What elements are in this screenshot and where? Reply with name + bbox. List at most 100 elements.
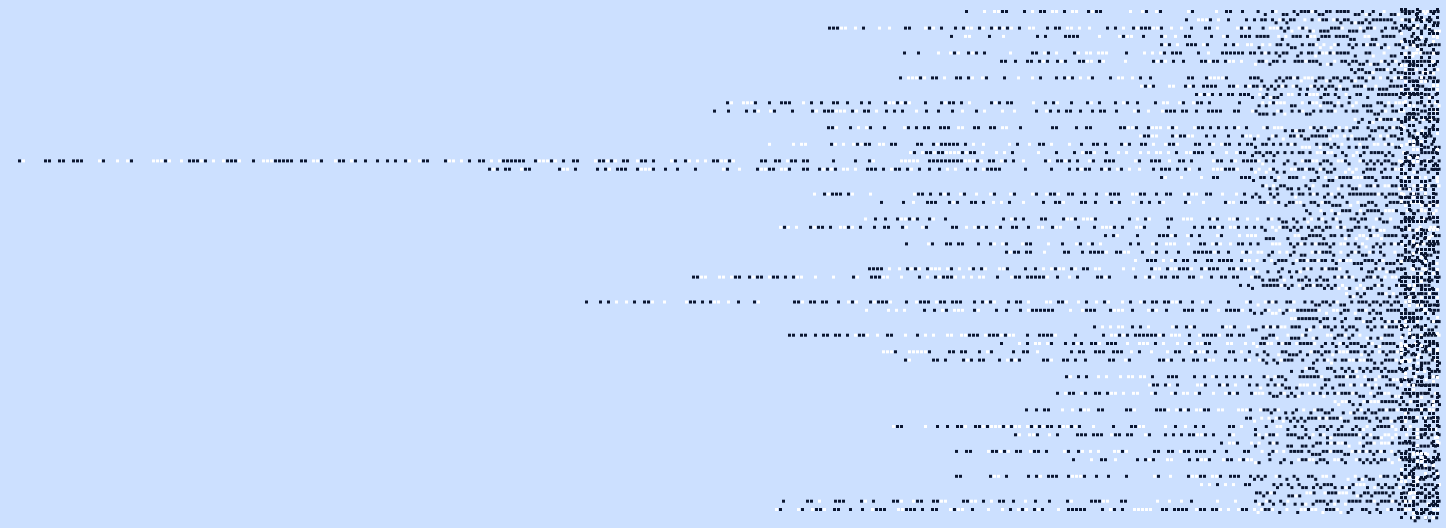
pattern-dot [1326,483,1330,487]
pattern-dot [1188,333,1191,337]
pattern-dot [915,126,918,130]
pattern-dot [1347,366,1351,370]
pattern-dot [1296,419,1300,423]
pattern-dot [1377,292,1381,296]
pattern-dot [1058,267,1061,271]
pattern-dot [1412,264,1415,267]
pattern-dot [1321,51,1325,55]
pattern-dot [320,159,323,163]
pattern-dot [1411,68,1415,72]
pattern-dot [1371,137,1375,141]
pattern-dot [1277,383,1281,387]
pattern-dot [1144,84,1147,88]
pattern-dot [1118,200,1121,204]
pattern-dot [1311,184,1315,188]
pattern-dot [1156,26,1159,30]
pattern-dot [1167,126,1170,130]
pattern-dot [1025,242,1028,246]
pattern-dot [1367,408,1370,412]
pattern-dot [1003,151,1006,155]
pattern-dot [1420,64,1423,67]
pattern-dot [506,159,509,163]
pattern-dot [1416,304,1419,307]
pattern-dot [1390,394,1394,398]
pattern-dot [1327,179,1331,182]
pattern-dot [1368,120,1371,124]
pattern-dot [1010,425,1013,428]
pattern-dot [1208,101,1211,105]
pattern-dot [1272,142,1275,146]
pattern-dot [908,358,911,362]
pattern-dot [1335,10,1339,13]
pattern-dot [1302,203,1306,207]
pattern-dot [1294,325,1298,329]
pattern-dot [1412,136,1415,139]
pattern-dot [1385,220,1389,224]
pattern-dot [1367,270,1371,274]
pattern-dot [1092,425,1095,428]
pattern-dot [1253,225,1256,229]
pattern-dot [1225,151,1228,155]
pattern-dot [1165,308,1168,312]
pattern-dot [1311,101,1315,105]
pattern-dot [1428,248,1431,251]
pattern-dot [1336,101,1340,105]
pattern-dot [1173,109,1176,113]
pattern-dot [1336,458,1340,462]
pattern-dot [598,159,601,163]
pattern-dot [1400,280,1403,283]
pattern-dot [1328,416,1332,420]
pattern-dot [1400,128,1403,131]
pattern-dot [1036,433,1039,437]
pattern-dot [906,167,909,171]
pattern-dot [1318,162,1322,166]
pattern-dot [1013,109,1016,113]
pattern-dot [188,159,191,163]
pattern-dot [1188,84,1191,88]
pattern-dot [1412,458,1416,462]
pattern-dot [1425,508,1429,511]
pattern-dot [1435,262,1439,265]
pattern-dot [868,159,871,163]
pattern-dot [1198,391,1201,395]
pattern-dot [1307,76,1310,80]
pattern-dot [1183,449,1186,453]
pattern-dot [1121,300,1124,304]
pattern-dot [1220,142,1223,146]
pattern-dot [1257,46,1261,50]
pattern-dot [1327,491,1330,495]
pattern-dot [1208,26,1211,30]
pattern-dot [1215,109,1218,113]
pattern-dot [1346,242,1350,246]
pattern-dot [1402,400,1405,404]
pattern-dot [1140,84,1143,88]
pattern-dot [1158,358,1161,362]
pattern-dot [1340,159,1344,163]
pattern-dot [1398,394,1401,398]
pattern-dot [1393,13,1397,16]
pattern-dot [1428,280,1431,283]
pattern-dot [1285,250,1289,254]
pattern-dot [1312,283,1316,287]
pattern-dot [1437,433,1441,437]
dot-row [903,51,1440,58]
pattern-dot [1377,209,1380,213]
pattern-dot [1372,394,1376,398]
pattern-dot [1430,483,1434,487]
pattern-dot [1231,93,1234,96]
pattern-dot [1408,228,1411,231]
pattern-dot [950,267,953,271]
dot-row [1005,250,1440,257]
dot-row [1220,441,1441,448]
pattern-dot [1405,195,1409,199]
pattern-dot [1366,209,1370,213]
pattern-dot [875,508,878,511]
pattern-dot [1228,59,1231,63]
pattern-dot [923,308,926,312]
pattern-dot [1436,296,1439,299]
pattern-dot [1410,34,1414,38]
pattern-dot [769,109,772,113]
pattern-dot [1066,217,1069,221]
pattern-dot [1355,292,1359,296]
pattern-dot [1436,304,1439,307]
